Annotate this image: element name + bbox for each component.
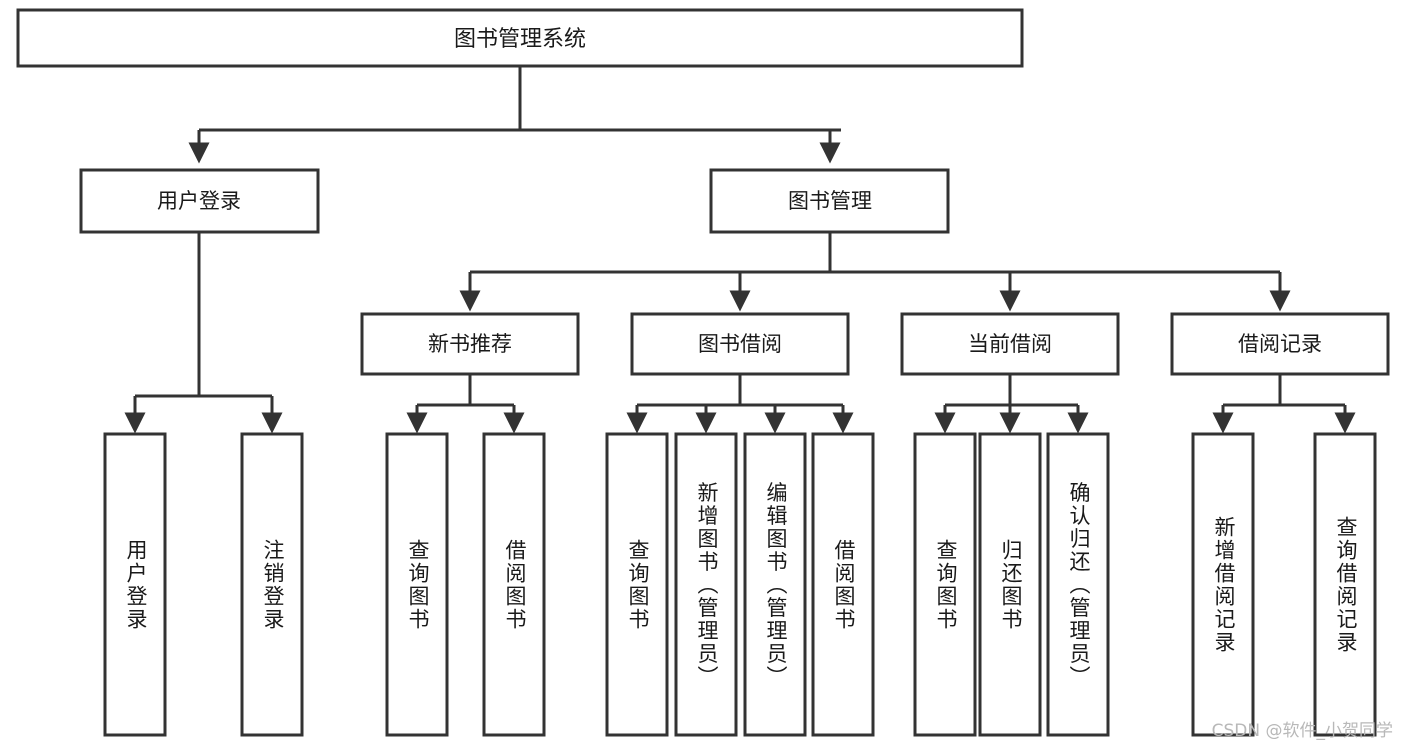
node-leaf-query-books-bb-label: 查询图书: [626, 539, 650, 631]
node-book-borrow[interactable]: 图书借阅: [630, 312, 850, 376]
node-borrow-records[interactable]: 借阅记录: [1170, 312, 1390, 376]
node-book-management[interactable]: 图书管理: [709, 168, 950, 234]
node-leaf-user-login[interactable]: 用户登录: [103, 432, 167, 737]
node-leaf-borrow-book-bb-label: 借阅图书: [832, 539, 856, 631]
node-root[interactable]: 图书管理系统: [16, 8, 1024, 68]
node-borrow-records-label: 借阅记录: [1238, 332, 1322, 356]
node-leaf-confirm-return-admin[interactable]: 确认归还（管理员）: [1046, 432, 1110, 737]
node-leaf-query-books-bb[interactable]: 查询图书: [605, 432, 669, 737]
node-new-book-recommend[interactable]: 新书推荐: [360, 312, 580, 376]
node-leaf-query-books-nb[interactable]: 查询图书: [385, 432, 449, 737]
node-leaf-add-borrow-record-label: 新增借阅记录: [1212, 516, 1236, 654]
node-leaf-add-book-admin[interactable]: 新增图书（管理员）: [674, 432, 738, 737]
node-leaf-confirm-return-admin-label: 确认归还（管理员）: [1067, 482, 1091, 689]
node-leaf-query-borrow-record[interactable]: 查询借阅记录: [1313, 432, 1377, 737]
node-leaf-add-book-admin-label: 新增图书（管理员）: [695, 482, 719, 689]
edge-current-children: [934, 375, 1089, 434]
edge-user-login-children: [124, 233, 283, 434]
node-leaf-borrow-books-nb[interactable]: 借阅图书: [482, 432, 546, 737]
node-leaf-logout-label: 注销登录: [261, 539, 285, 631]
node-current-borrow-label: 当前借阅: [968, 332, 1052, 356]
edge-root-trunk: [188, 66, 841, 164]
edge-borrow-children: [626, 375, 854, 434]
node-user-login[interactable]: 用户登录: [79, 168, 320, 234]
edge-book-mgmt-children: [459, 233, 1291, 312]
node-leaf-logout[interactable]: 注销登录: [240, 432, 304, 737]
node-user-login-label: 用户登录: [157, 189, 241, 213]
node-leaf-user-login-label: 用户登录: [124, 539, 148, 631]
edge-new-books-children: [406, 375, 525, 434]
node-leaf-borrow-book-bb[interactable]: 借阅图书: [811, 432, 875, 737]
node-root-label: 图书管理系统: [454, 27, 586, 52]
node-leaf-return-books[interactable]: 归还图书: [978, 432, 1042, 737]
node-leaf-edit-book-admin-label: 编辑图书（管理员）: [764, 482, 788, 689]
node-current-borrow[interactable]: 当前借阅: [900, 312, 1120, 376]
node-book-borrow-label: 图书借阅: [698, 332, 782, 356]
node-leaf-query-books-cb-label: 查询图书: [934, 539, 958, 631]
edge-records-children: [1212, 375, 1356, 434]
node-leaf-add-borrow-record[interactable]: 新增借阅记录: [1191, 432, 1255, 737]
node-leaf-borrow-books-nb-label: 借阅图书: [503, 539, 527, 631]
node-book-management-label: 图书管理: [788, 189, 872, 213]
node-leaf-edit-book-admin[interactable]: 编辑图书（管理员）: [743, 432, 807, 737]
node-leaf-query-borrow-record-label: 查询借阅记录: [1334, 516, 1358, 654]
node-new-book-recommend-label: 新书推荐: [428, 332, 512, 356]
node-leaf-query-books-cb[interactable]: 查询图书: [913, 432, 977, 737]
node-leaf-return-books-label: 归还图书: [999, 539, 1023, 631]
node-leaf-query-books-nb-label: 查询图书: [406, 539, 430, 631]
